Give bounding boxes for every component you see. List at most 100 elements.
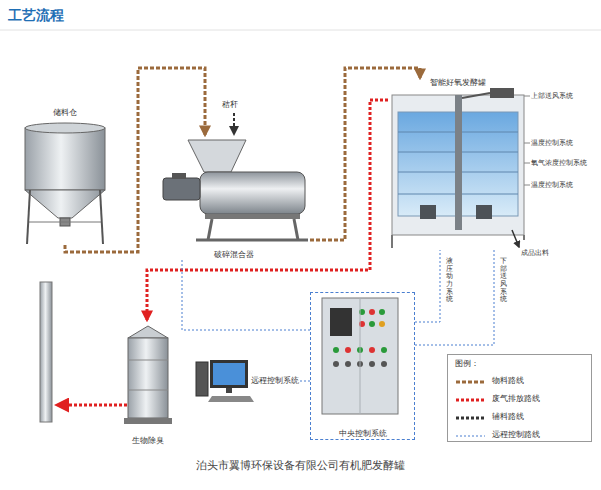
legend-line bbox=[456, 436, 485, 437]
silo-drawing-part bbox=[29, 222, 101, 223]
control-cabinet-drawing-part bbox=[381, 347, 387, 353]
computer-drawing-part bbox=[210, 360, 248, 388]
chimney-drawing-part bbox=[40, 282, 52, 422]
computer-drawing-part bbox=[226, 388, 232, 393]
computer-drawing bbox=[196, 360, 254, 402]
node-label: 远程控制系统 bbox=[250, 376, 300, 386]
mixer-drawing-part bbox=[200, 172, 305, 214]
computer-drawing-part bbox=[196, 362, 208, 396]
node-label: 智能好氧发酵罐 bbox=[429, 78, 487, 88]
silo-drawing-part bbox=[25, 190, 105, 218]
control-cabinet-drawing-part bbox=[322, 298, 398, 414]
legend-text: 废气排放路线 bbox=[492, 394, 540, 404]
storage-silo: 储料仓 bbox=[18, 108, 112, 245]
legend-line bbox=[456, 417, 485, 420]
remote-control-route bbox=[182, 260, 310, 330]
control-cabinet-drawing-part bbox=[330, 308, 352, 336]
mixer-drawing-part bbox=[172, 173, 186, 179]
control-cabinet-drawing-part bbox=[333, 347, 339, 353]
node-label: 生物除臭 bbox=[131, 436, 165, 446]
fermenter-drawing-part bbox=[524, 163, 530, 164]
deodorizer-drawing-part bbox=[128, 390, 168, 391]
input-label: 秸秆 bbox=[222, 100, 238, 110]
deodorizer-drawing bbox=[124, 326, 172, 424]
mixer-drawing-part bbox=[208, 219, 212, 240]
control-cabinet-drawing-part bbox=[381, 361, 387, 367]
remote-control-route bbox=[300, 381, 310, 382]
fermenter-drawing-part bbox=[392, 95, 524, 235]
computer-drawing-part bbox=[208, 396, 254, 402]
control-cabinet-drawing-part bbox=[369, 321, 375, 327]
system-label: 液压动力系统 bbox=[446, 258, 453, 304]
fermenter-drawing-part bbox=[524, 185, 530, 186]
title-rule bbox=[0, 30, 601, 31]
control-cabinet-drawing-part bbox=[379, 309, 385, 315]
mixer-drawing-part bbox=[205, 214, 300, 219]
fermentation-tank: 智能好氧发酵罐 bbox=[388, 78, 528, 250]
exhaust-route bbox=[147, 100, 388, 320]
legend-swatch bbox=[455, 395, 487, 405]
silo-drawing-part bbox=[100, 190, 103, 244]
legend-line bbox=[456, 381, 485, 384]
control-cabinet-drawing-part bbox=[345, 347, 351, 353]
central-control: 中央控制系统 bbox=[310, 292, 415, 440]
legend-text: 物料路线 bbox=[492, 376, 524, 386]
mixer-drawing bbox=[163, 113, 308, 240]
mixer-drawing-part bbox=[233, 113, 235, 134]
diagram-title: 工艺流程 bbox=[8, 7, 64, 25]
system-label: 下部送风系统 bbox=[500, 258, 507, 304]
system-label: 氧气浓度控制系统 bbox=[531, 159, 587, 167]
control-cabinet-drawing bbox=[322, 298, 398, 414]
deodorizer-drawing-part bbox=[124, 418, 172, 424]
remote-control: 远程控制系统 bbox=[192, 358, 300, 404]
fermenter-drawing-part bbox=[512, 230, 519, 247]
fermenter-drawing-part bbox=[476, 205, 492, 219]
system-label: 上部送风系统 bbox=[531, 92, 573, 100]
silo-drawing-part bbox=[27, 190, 30, 244]
control-cabinet-drawing-part bbox=[369, 361, 375, 367]
control-cabinet-drawing-part bbox=[369, 347, 375, 353]
fermenter-drawing-part bbox=[391, 235, 393, 248]
fermenter-drawing-part bbox=[455, 95, 462, 230]
fermenter-drawing-part bbox=[462, 93, 490, 98]
system-label: 温度控制系统 bbox=[531, 139, 573, 147]
output-label: 成品出料 bbox=[521, 249, 549, 257]
material-route bbox=[65, 68, 205, 252]
legend-line bbox=[456, 399, 485, 402]
control-cabinet-drawing-part bbox=[333, 361, 339, 367]
mixer-drawing-part bbox=[188, 140, 246, 172]
fermenter-drawing-part bbox=[523, 235, 525, 240]
deodorizer-drawing-part bbox=[128, 360, 168, 361]
node-label: 破碎混合器 bbox=[213, 250, 255, 260]
silo-drawing-part bbox=[25, 123, 105, 133]
legend-text: 辅料路线 bbox=[492, 412, 524, 422]
node-label: 储料仓 bbox=[52, 108, 78, 118]
crusher-mixer: 破碎混合器 bbox=[158, 135, 310, 260]
computer-drawing-part bbox=[213, 363, 245, 385]
mixer-drawing-part bbox=[294, 219, 298, 240]
fermenter-drawing-part bbox=[524, 143, 530, 144]
remote-control-route bbox=[415, 250, 494, 345]
fermenter-drawing bbox=[392, 88, 530, 248]
mixer-drawing-part bbox=[163, 178, 200, 200]
chimney-drawing bbox=[40, 282, 127, 422]
control-cabinet-drawing-part bbox=[369, 309, 375, 315]
deodorizer-drawing-part bbox=[128, 338, 168, 418]
system-label: 温度控制系统 bbox=[531, 181, 573, 189]
fermenter-drawing-part bbox=[490, 88, 514, 98]
material-route bbox=[310, 68, 420, 240]
fermenter-drawing-part bbox=[524, 96, 530, 97]
fermenter-drawing-part bbox=[420, 205, 436, 219]
chimney-drawing-part bbox=[57, 404, 127, 407]
legend-swatch bbox=[455, 431, 487, 441]
legend-swatch bbox=[455, 377, 487, 387]
deodorizer-drawing-part bbox=[128, 326, 168, 338]
legend-text: 远程控制路线 bbox=[492, 430, 540, 440]
control-cabinet-drawing-part bbox=[360, 298, 361, 414]
node-label: 中央控制系统 bbox=[338, 429, 388, 439]
silo-drawing-part bbox=[25, 128, 105, 190]
diagram-caption: 泊头市翼博环保设备有限公司有机肥发酵罐 bbox=[0, 458, 601, 473]
legend-heading: 图例： bbox=[455, 359, 479, 369]
remote-control-route bbox=[415, 250, 440, 322]
silo-drawing bbox=[25, 123, 105, 244]
